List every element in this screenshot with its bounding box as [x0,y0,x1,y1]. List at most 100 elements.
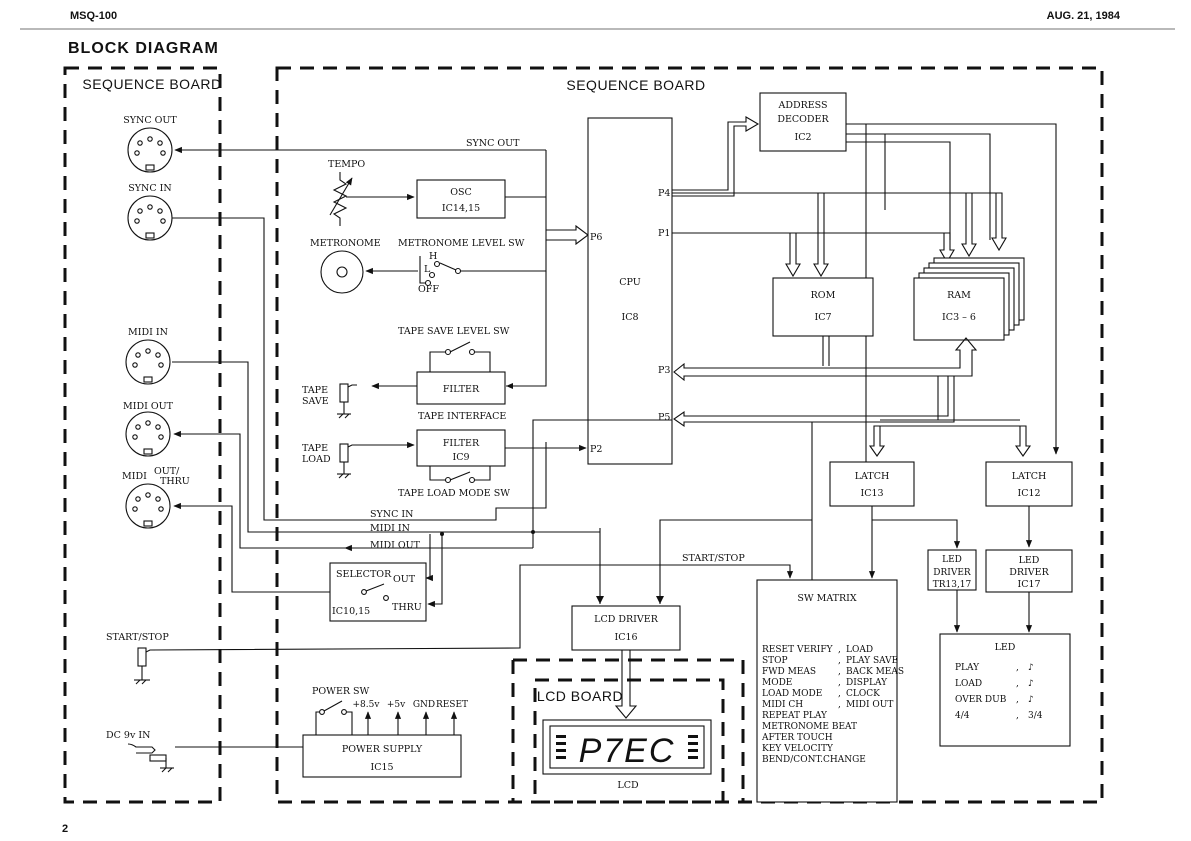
metronome-level-sw-label: METRONOME LEVEL SW [398,238,525,249]
port-p4: P4 [658,188,670,199]
led-indicator-symbol: ♪ [1028,695,1034,705]
tempo-label: TEMPO [328,159,365,170]
osc-title: OSC [450,187,472,198]
sw-matrix-block [756,579,898,803]
metronome-speaker [320,250,364,294]
sw-matrix-item: AFTER TOUCH [761,733,833,743]
svg-text:DRIVER: DRIVER [1009,567,1049,578]
svg-text:DRIVER: DRIVER [933,568,971,578]
led-panel [939,633,1071,747]
sw-matrix-item: FWD MEAS [762,667,816,677]
tape-load-filter-label: FILTER [443,438,480,449]
lcd-driver-title: LCD DRIVER [594,614,659,625]
lcd-board-outline [533,678,725,804]
midi-thru-label-b: OUT/ [154,466,180,477]
svg-text:LED: LED [1019,555,1040,566]
midi-in-label: MIDI IN [128,327,168,338]
tape-load-mode-sw-label: TAPE LOAD MODE SW [398,488,510,499]
sw-matrix-separator: , [838,700,841,710]
sw-matrix-item: KEY VELOCITY [762,744,834,754]
svg-text:TR13,17: TR13,17 [933,580,972,590]
sw-matrix-separator: , [838,667,841,677]
tape-save-filter-block [416,371,506,405]
led-indicator-label: 4/4 [955,711,970,721]
svg-text:H: H [429,251,437,262]
sync-out-signal-label: SYNC OUT [466,138,520,149]
cpu-ic: IC8 [621,312,638,323]
address-decoder-block [759,92,847,152]
led-indicator-symbol: ♪ [1028,679,1034,689]
tape-load-jack [337,443,357,479]
led-indicator-separator: , [1016,711,1019,721]
latch-ic13-block [829,461,915,507]
port-p3: P3 [658,365,670,376]
start-stop-jack-label: START/STOP [106,632,169,643]
lcd-board-title: LCD BOARD [537,688,623,704]
sw-matrix-item: REPEAT PLAY [762,711,828,721]
sw-matrix-title: SW MATRIX [797,593,857,604]
cpu-block [587,117,673,465]
start-stop-jack [134,647,155,685]
sw-matrix-item: BEND/CONT.CHANGE [762,755,866,765]
sync-in-connector [127,195,173,241]
main-board-title: SEQUENCE BOARD [566,77,705,93]
power-rail-label: +5v [387,700,406,710]
midi-out-signal-label: MIDI OUT [370,540,421,551]
sw-matrix-item: MIDI OUT [846,700,893,710]
sw-matrix-item: LOAD MODE [762,689,822,699]
power-supply-ic: IC15 [370,762,393,773]
midi-out-label: MIDI OUT [123,401,174,412]
latch-ic12-ic: IC12 [1017,488,1040,499]
main-board-outline [275,66,1104,804]
document-date: AUG. 21, 1984 [1047,10,1121,22]
metronome-label: METRONOME [310,238,381,249]
ram-ic: IC3 – 6 [942,312,976,323]
tape-interface-label: TAPE INTERFACE [418,411,506,422]
rom-title: ROM [811,290,836,301]
sync-out-connector [127,127,173,173]
tempo-potentiometer [329,172,353,226]
lcd-driver-ic: IC16 [614,632,637,643]
midi-out-connector [125,411,171,457]
cpu-title: CPU [619,277,641,288]
led-indicator-label: LOAD [955,679,982,689]
led-indicator-label: OVER DUB [955,695,1007,705]
sync-in-label: SYNC IN [128,183,171,194]
selector-title: SELECTOR [336,569,392,580]
dc-in-label: DC 9v IN [106,730,150,741]
tape-save-level-sw-label: TAPE SAVE LEVEL SW [398,326,510,337]
power-sw-label: POWER SW [312,686,370,697]
power-rail-label: +8.5v [353,700,381,710]
led-indicator-symbol: ♪ [1028,663,1034,673]
led-indicator-label: PLAY [955,663,980,673]
tape-save-filter-label: FILTER [443,384,480,395]
selector-switch [361,583,389,601]
sw-matrix-item: CLOCK [846,689,880,699]
sw-matrix-item: LOAD [846,645,873,655]
tape-load-mode-switch [429,466,491,484]
tape-load-label-a: TAPE [302,443,328,454]
osc-ic: IC14,15 [442,203,480,214]
page-number: 2 [62,823,68,835]
latch-ic13-ic: IC13 [860,488,883,499]
power-rail-label: RESET [436,700,468,710]
latch-ic12-block [985,461,1073,507]
page-title: BLOCK DIAGRAM [68,40,219,57]
sw-matrix-item: PLAY SAVE [846,656,898,666]
sw-matrix-item: MIDI CH [762,700,803,710]
dc-in-jack [127,743,174,773]
led-indicator-separator: , [1016,679,1019,689]
power-supply-title: POWER SUPPLY [342,744,423,755]
selector-ic: IC10,15 [332,606,370,617]
power-rail-label: GND [413,700,435,710]
rom-block [772,277,874,337]
port-p1: P1 [658,228,670,239]
address-decoder-title-b: DECODER [777,114,829,125]
sw-matrix-item: RESET VERIFY [762,645,834,655]
tape-save-label-b: SAVE [302,396,329,407]
model-number: MSQ-100 [70,10,117,22]
led-driver-tr-block [927,549,977,591]
midi-in-connector [125,339,171,385]
